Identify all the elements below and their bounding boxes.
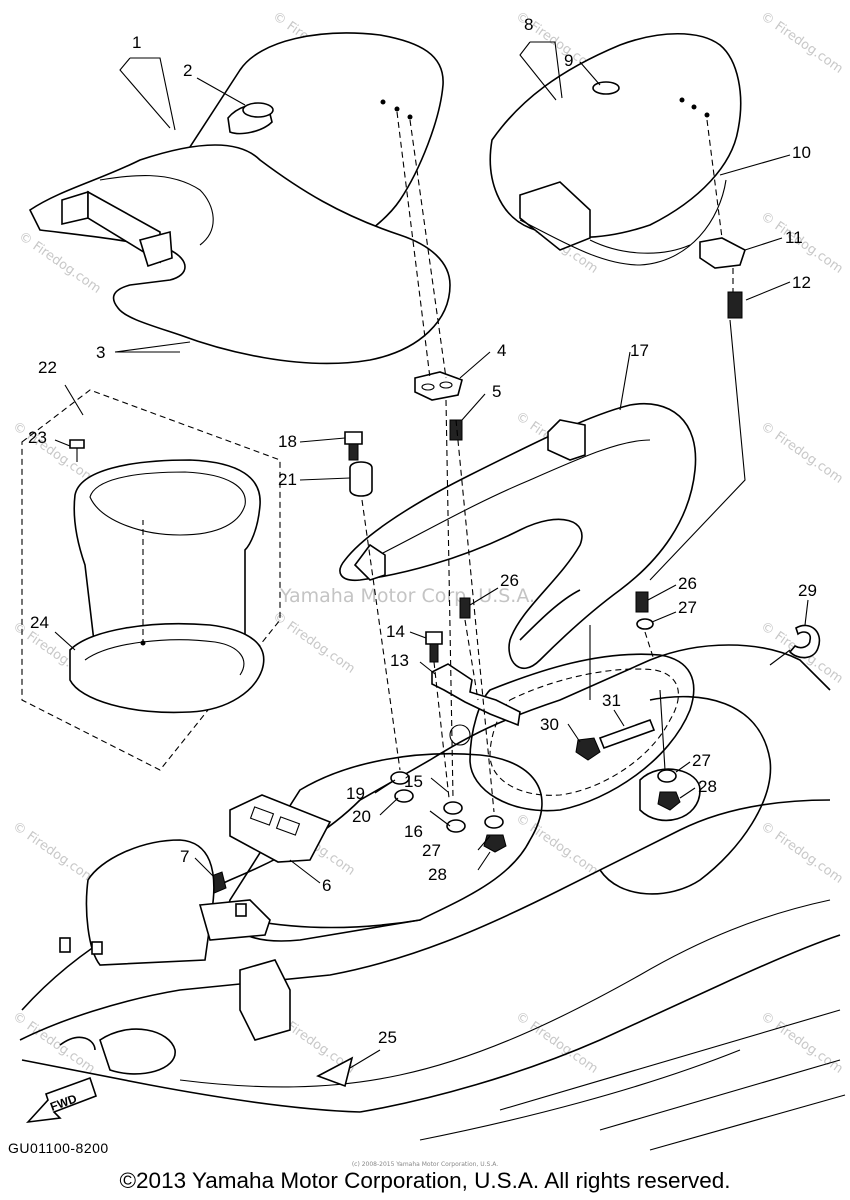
callout-15: 15 [404, 772, 423, 791]
callout-3: 3 [96, 343, 105, 362]
rear-storage-compartment [469, 653, 695, 812]
storage-bin-assembly [21, 389, 281, 771]
callout-10: 10 [792, 143, 811, 162]
callout-27: 27 [678, 598, 697, 617]
watermark-text: © Firedog.com [16, 229, 104, 297]
rear-seat [489, 33, 742, 266]
hardware [59, 237, 821, 1088]
callout-29: 29 [798, 581, 817, 600]
callout-30: 30 [540, 715, 559, 734]
callout-14: 14 [386, 622, 405, 641]
callout-23: 23 [28, 428, 47, 447]
assembly-lines [361, 111, 791, 813]
callout-8: 8 [524, 15, 533, 34]
callout-31: 31 [602, 691, 621, 710]
copyright-notice: ©2013 Yamaha Motor Corporation, U.S.A. A… [119, 1168, 731, 1193]
watermark-text: © Firedog.com [758, 819, 846, 887]
callout-26: 26 [678, 574, 697, 593]
watermark-text: © Firedog.com [10, 419, 98, 487]
callout-9: 9 [564, 51, 573, 70]
callout-labels: 1 2 3 4 5 6 7 8 9 10 11 12 13 14 15 16 1… [28, 15, 817, 1047]
callout-2: 2 [183, 61, 192, 80]
callout-27: 27 [692, 751, 711, 770]
callout-27: 27 [422, 841, 441, 860]
fine-print: (c) 2008-2015 Yamaha Motor Corporation, … [351, 1161, 499, 1168]
leader-lines [54, 41, 809, 1069]
callout-22: 22 [38, 358, 57, 377]
callout-21: 21 [278, 470, 297, 489]
callout-16: 16 [404, 822, 423, 841]
callout-4: 4 [497, 341, 506, 360]
callout-20: 20 [352, 807, 371, 826]
watermark-text: © Firedog.com [758, 1009, 846, 1077]
callout-13: 13 [390, 651, 409, 670]
front-seat [28, 32, 451, 365]
callout-5: 5 [492, 382, 501, 401]
callout-18: 18 [278, 432, 297, 451]
callout-19: 19 [346, 784, 365, 803]
watermark-center-text: Yamaha Motor Corp, U.S.A. [279, 585, 535, 607]
callout-24: 24 [30, 613, 49, 632]
tail-piece [339, 403, 697, 669]
callout-6: 6 [322, 876, 331, 895]
callout-26: 26 [500, 571, 519, 590]
watermark-text: © Firedog.com [758, 9, 846, 77]
callout-28: 28 [698, 777, 717, 796]
callout-28: 28 [428, 865, 447, 884]
callout-12: 12 [792, 273, 811, 292]
watermark-text: © Firedog.com [10, 819, 98, 887]
watermark-text: © Firedog.com [758, 419, 846, 487]
callout-25: 25 [378, 1028, 397, 1047]
diagram-code: GU01100-8200 [8, 1140, 109, 1156]
callout-17: 17 [630, 341, 649, 360]
watermark-text: © Firedog.com [270, 609, 358, 677]
callout-11: 11 [785, 228, 803, 247]
callout-7: 7 [180, 847, 189, 866]
fwd-arrow-icon: FWD [25, 1076, 98, 1124]
callout-1: 1 [132, 33, 141, 52]
watermark-text: © Firedog.com [513, 811, 601, 879]
hull-deck [19, 644, 846, 1151]
